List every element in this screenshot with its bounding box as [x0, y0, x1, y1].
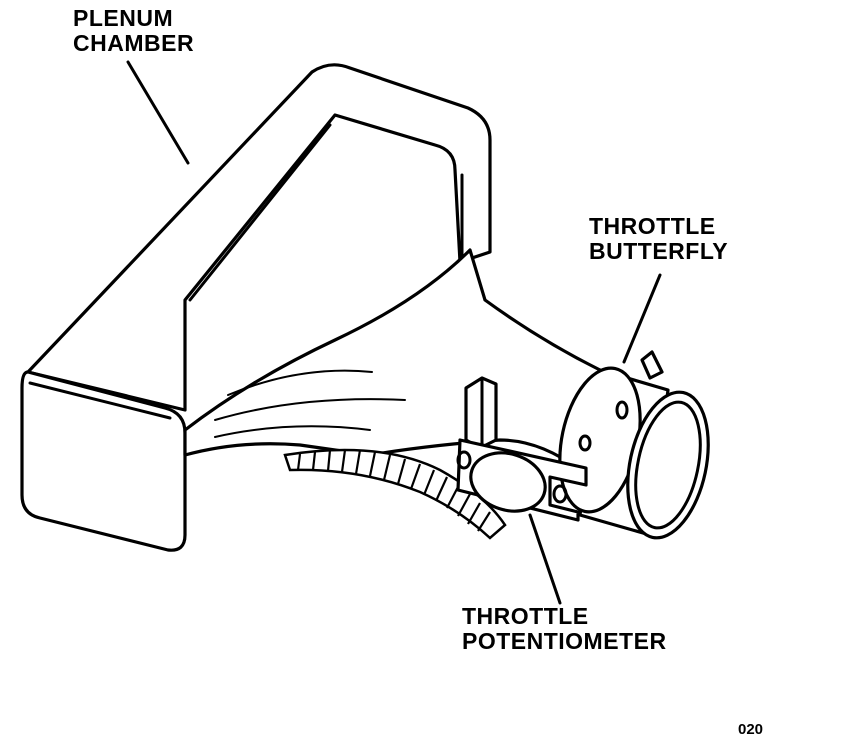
- plenum-chamber-label-line1: PLENUM: [73, 5, 174, 31]
- flexible-hose-drawing: [283, 448, 507, 540]
- plenum-chamber-label: PLENUM CHAMBER: [73, 6, 194, 56]
- throttle-butterfly-label-line2: BUTTERFLY: [589, 238, 729, 264]
- potentiometer-drawing: [456, 376, 588, 522]
- throttle-potentiometer-label: THROTTLE POTENTIOMETER: [462, 604, 667, 654]
- figure-number: 020: [738, 721, 764, 738]
- throttle-potentiometer-leader: [528, 513, 562, 605]
- throttle-butterfly-label: THROTTLE BUTTERFLY: [589, 214, 728, 264]
- plenum-chamber-drawing: [20, 63, 492, 552]
- plenum-chamber-leader: [126, 60, 190, 165]
- throttle-butterfly-leader: [622, 273, 662, 364]
- throttle-body-drawing: [558, 350, 710, 540]
- plenum-chamber-label-line2: CHAMBER: [73, 30, 195, 56]
- intake-throat-drawing: [183, 248, 602, 472]
- throttle-butterfly-label-line1: THROTTLE: [589, 213, 716, 239]
- throttle-potentiometer-label-line2: POTENTIOMETER: [462, 628, 667, 654]
- throttle-potentiometer-label-line1: THROTTLE: [462, 603, 589, 629]
